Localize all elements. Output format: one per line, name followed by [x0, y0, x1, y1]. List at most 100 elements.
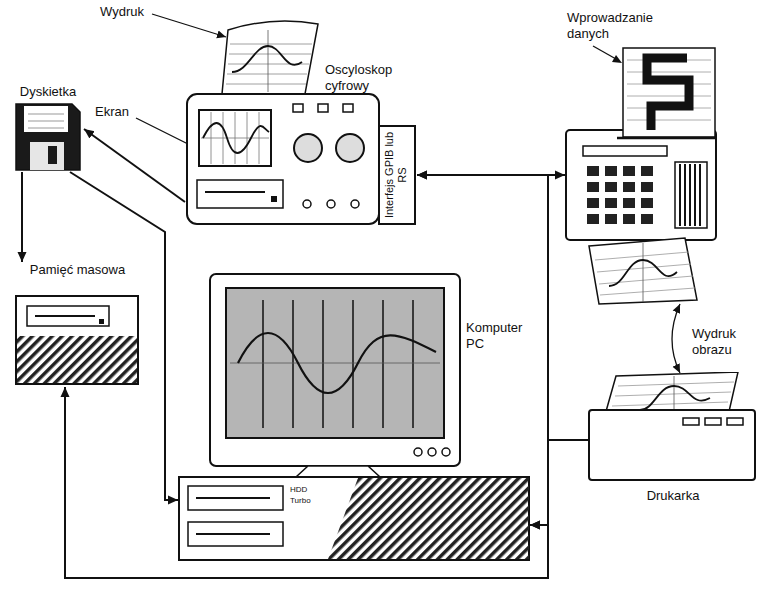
connector-arrow [530, 440, 588, 525]
rect-shape [179, 477, 529, 560]
rect-shape [587, 166, 599, 176]
rect-shape [675, 162, 707, 228]
path-shape [268, 30, 269, 92]
connector-arrow [21, 172, 23, 262]
printer: Drukarka [588, 372, 758, 512]
path-shape [672, 304, 680, 373]
rect-shape [318, 104, 328, 112]
callout-label: Wydruk obrazu [692, 326, 758, 357]
rect-shape [210, 274, 460, 466]
fax-scanner-outline [565, 10, 735, 305]
rect-shape [293, 104, 303, 112]
interface-label: Interfejs GPIB lub RS [382, 131, 410, 219]
rect-shape [623, 48, 715, 137]
polygon-shape [17, 336, 137, 383]
rect-shape [343, 104, 353, 112]
polygon-shape [589, 238, 697, 304]
device-title: Pamięć masowa [15, 262, 140, 278]
callout-label: Wydruk [100, 4, 144, 20]
oscilloscope-device: Oscyloskop cyfrowyInterfejs GPIB lub RS [185, 62, 417, 227]
rect-shape [605, 198, 617, 208]
pc-computer: Komputer PC [178, 272, 530, 562]
rect-shape [187, 94, 379, 224]
rect-shape [188, 522, 283, 546]
rect-shape [587, 198, 599, 208]
rect-shape [99, 319, 104, 324]
circle-shape [294, 134, 322, 162]
path-shape [222, 21, 318, 94]
rect-shape [27, 306, 109, 326]
device-title: Oscyloskop cyfrowy [325, 62, 405, 93]
rect-shape [641, 166, 653, 176]
path-shape [593, 46, 616, 59]
polygon-shape [328, 478, 529, 559]
circle-shape [327, 200, 335, 208]
rect-shape [587, 214, 599, 224]
rect-shape [605, 214, 617, 224]
path-shape [230, 363, 440, 364]
rect-shape [48, 146, 57, 164]
path-shape [201, 112, 269, 164]
rect-shape [641, 182, 653, 192]
rect-shape [623, 198, 635, 208]
circle-shape [351, 200, 359, 208]
circle-shape [414, 448, 422, 456]
rect-shape [30, 142, 64, 170]
fax-scanner: Wprowadzanie danych [565, 10, 735, 305]
callout-label: Ekran [95, 104, 129, 120]
mass-storage: Pamięć masowa [15, 262, 140, 387]
mass-storage-outline [15, 262, 140, 387]
path-shape [28, 114, 64, 128]
path-shape [196, 497, 270, 499]
circle-shape [303, 200, 311, 208]
polygon-shape [296, 466, 380, 477]
rect-shape [587, 182, 599, 192]
path-shape [16, 104, 80, 170]
rect-shape [623, 214, 635, 224]
path-shape [595, 252, 695, 295]
path-shape [203, 123, 269, 153]
rect-shape [641, 214, 653, 224]
rect-shape [705, 418, 721, 425]
rect-shape [605, 182, 617, 192]
rect-shape [199, 110, 271, 166]
rect-shape [583, 146, 667, 156]
rect-shape [605, 166, 617, 176]
rect-shape [379, 126, 415, 224]
circle-shape [428, 448, 436, 456]
pc-computer-outline [178, 272, 530, 562]
path-shape [232, 46, 302, 72]
rect-shape [271, 196, 277, 202]
rect-shape [623, 182, 635, 192]
indicator-label: HDD [290, 485, 307, 495]
floppy-disk: Dyskietka [12, 84, 84, 172]
rect-shape [727, 418, 743, 425]
oscilloscope-device-outline [185, 62, 417, 227]
path-shape [617, 137, 715, 140]
path-shape [226, 44, 312, 84]
rect-shape [641, 198, 653, 208]
path-shape [263, 300, 413, 428]
oscilloscope-printout [222, 21, 318, 94]
rect-shape [24, 106, 68, 132]
rect-shape [16, 296, 138, 384]
rect-shape [226, 288, 444, 438]
rect-shape [589, 410, 755, 480]
path-shape [609, 260, 677, 286]
polygon-shape [612, 55, 622, 63]
path-shape [35, 315, 95, 317]
rect-shape [566, 130, 716, 240]
device-title: Komputer PC [466, 320, 530, 351]
rect-shape [197, 180, 283, 208]
device-title: Wprowadzanie danych [567, 10, 667, 41]
path-shape [680, 164, 700, 226]
path-shape [196, 533, 270, 535]
rect-shape [623, 166, 635, 176]
device-title: Dyskietka [12, 84, 84, 100]
indicator-label: Turbo [290, 496, 311, 506]
path-shape [152, 14, 226, 37]
path-shape [627, 60, 711, 120]
device-title: Drukarka [588, 488, 758, 504]
